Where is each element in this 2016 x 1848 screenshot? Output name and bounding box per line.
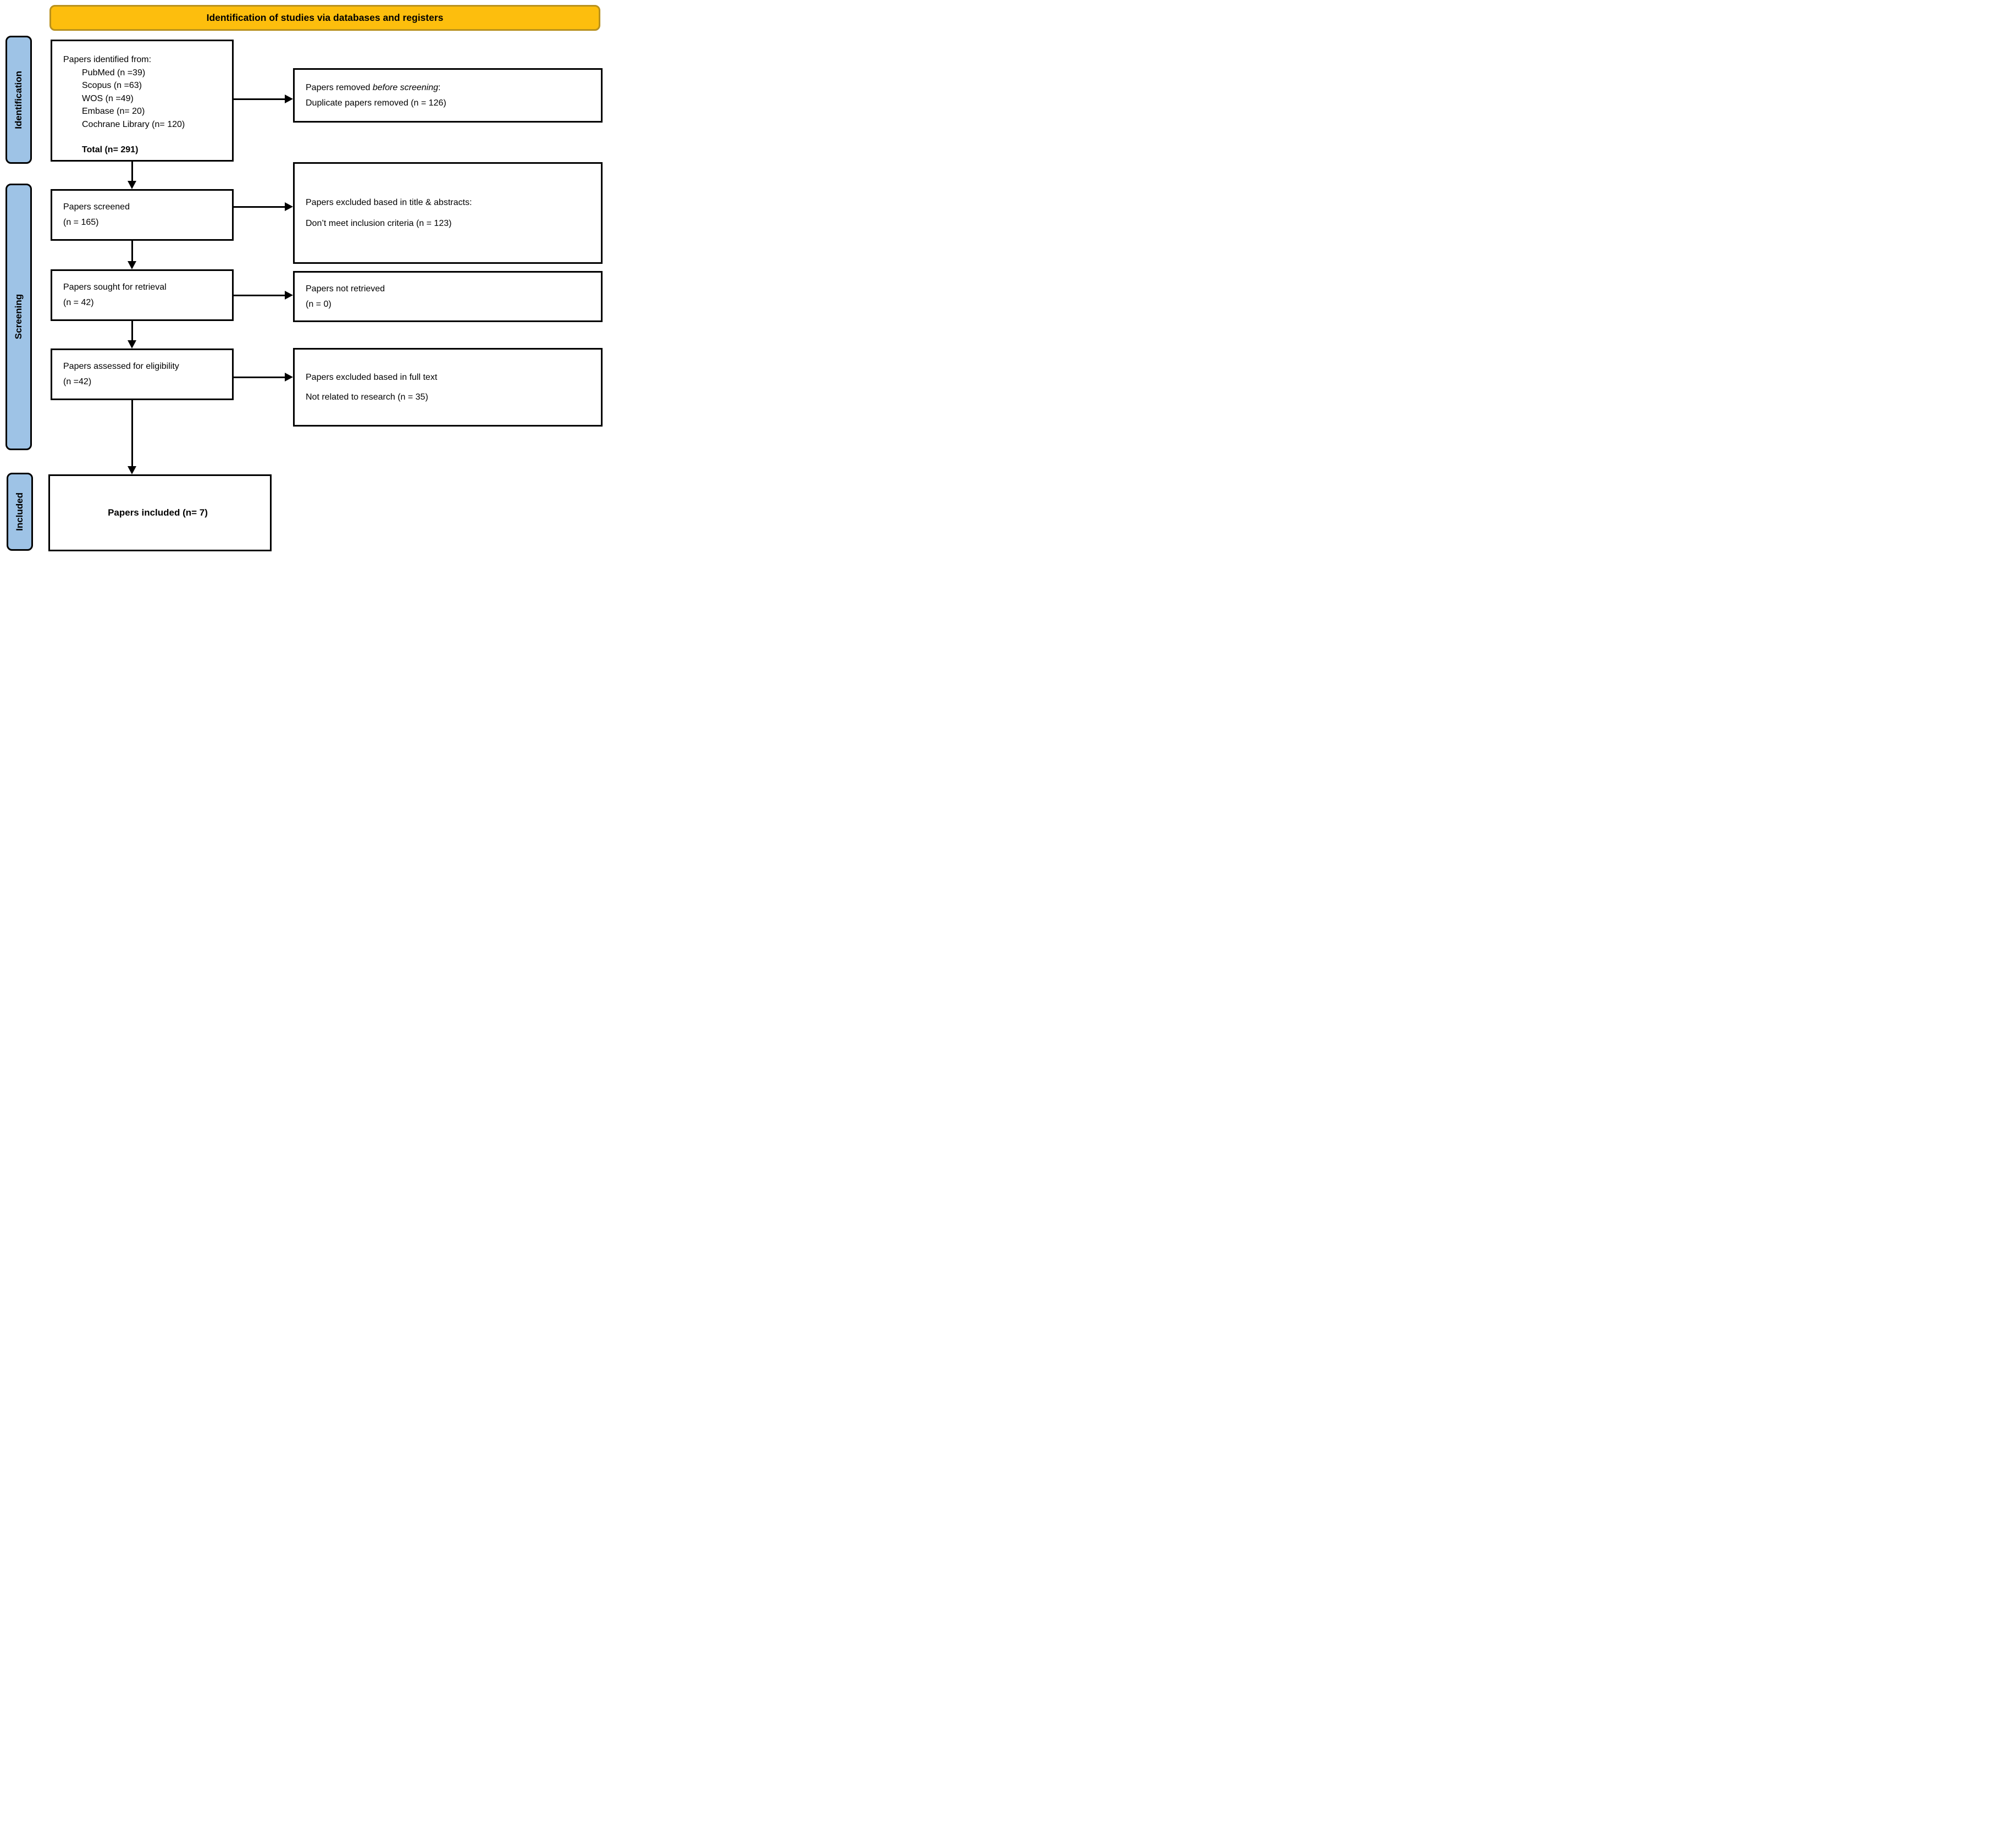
papers-assessed-line2: (n =42) <box>63 377 92 386</box>
box-papers-assessed: Papers assessed for eligibility (n =42) <box>51 348 234 400</box>
papers-screened-line2: (n = 165) <box>63 218 99 227</box>
box-excluded-full-text: Papers excluded based in full text Not r… <box>293 348 603 427</box>
excluded-full-text-line1: Papers excluded based in full text <box>306 372 438 382</box>
removed-before-line1-italic: before screening <box>372 82 439 92</box>
box-papers-identified: Papers identified from: PubMed (n =39) S… <box>51 40 234 162</box>
arrow-line <box>131 162 133 181</box>
box-papers-screened: Papers screened (n = 165) <box>51 189 234 241</box>
removed-before-line1: Papers removed before screening: <box>306 80 596 96</box>
arrow-line <box>131 241 133 261</box>
papers-included-label: Papers included (n= 7) <box>108 507 208 518</box>
papers-screened-line1: Papers screened <box>63 202 130 212</box>
not-retrieved-line2: (n = 0) <box>306 299 332 309</box>
papers-assessed-line1: Papers assessed for eligibility <box>63 362 179 371</box>
box-excluded-title-abstracts: Papers excluded based in title & abstrac… <box>293 162 603 264</box>
arrow-down-icon <box>128 466 136 474</box>
papers-identified-title: Papers identified from: <box>63 55 152 64</box>
source-embase: Embase (n= 20) <box>82 107 145 116</box>
stage-label-included-text: Included <box>14 493 25 531</box>
stage-label-screening-text: Screening <box>13 294 24 340</box>
box-papers-not-retrieved: Papers not retrieved (n = 0) <box>293 271 603 322</box>
removed-before-line2: Duplicate papers removed (n = 126) <box>306 98 446 108</box>
box-removed-before-screening: Papers removed before screening: Duplica… <box>293 68 603 123</box>
excluded-title-abstracts-line1: Papers excluded based in title & abstrac… <box>306 197 472 207</box>
papers-sought-line1: Papers sought for retrieval <box>63 283 167 292</box>
papers-sought-line2: (n = 42) <box>63 298 94 307</box>
arrow-line <box>131 321 133 340</box>
arrow-line <box>234 376 285 378</box>
box-papers-included: Papers included (n= 7) <box>48 474 272 551</box>
source-cochrane: Cochrane Library (n= 120) <box>82 119 185 129</box>
source-wos: WOS (n =49) <box>82 93 134 103</box>
papers-identified-total: Total (n= 291) <box>82 145 139 154</box>
stage-label-included: Included <box>7 473 33 551</box>
arrow-down-icon <box>128 340 136 348</box>
arrow-right-icon <box>285 291 293 300</box>
source-scopus: Scopus (n =63) <box>82 81 142 90</box>
arrow-right-icon <box>285 373 293 381</box>
arrow-down-icon <box>128 181 136 189</box>
source-pubmed: PubMed (n =39) <box>82 68 146 78</box>
prisma-flow-diagram: Identification of studies via databases … <box>0 0 605 554</box>
arrow-line <box>234 206 285 208</box>
stage-label-identification-text: Identification <box>13 70 24 129</box>
excluded-title-abstracts-line2: Don’t meet inclusion criteria (n = 123) <box>306 218 452 228</box>
excluded-full-text-line2: Not related to research (n = 35) <box>306 392 428 402</box>
arrow-line <box>234 98 285 100</box>
not-retrieved-line1: Papers not retrieved <box>306 284 385 294</box>
stage-label-identification: Identification <box>5 36 32 164</box>
banner: Identification of studies via databases … <box>49 5 600 31</box>
arrow-line <box>131 400 133 466</box>
banner-title: Identification of studies via databases … <box>206 12 444 23</box>
arrow-down-icon <box>128 261 136 269</box>
arrow-right-icon <box>285 202 293 211</box>
removed-before-line1-prefix: Papers removed <box>306 82 373 92</box>
stage-label-screening: Screening <box>5 184 32 450</box>
box-papers-sought: Papers sought for retrieval (n = 42) <box>51 269 234 321</box>
arrow-line <box>234 294 285 296</box>
removed-before-line1-suffix: : <box>438 82 441 92</box>
arrow-right-icon <box>285 95 293 103</box>
